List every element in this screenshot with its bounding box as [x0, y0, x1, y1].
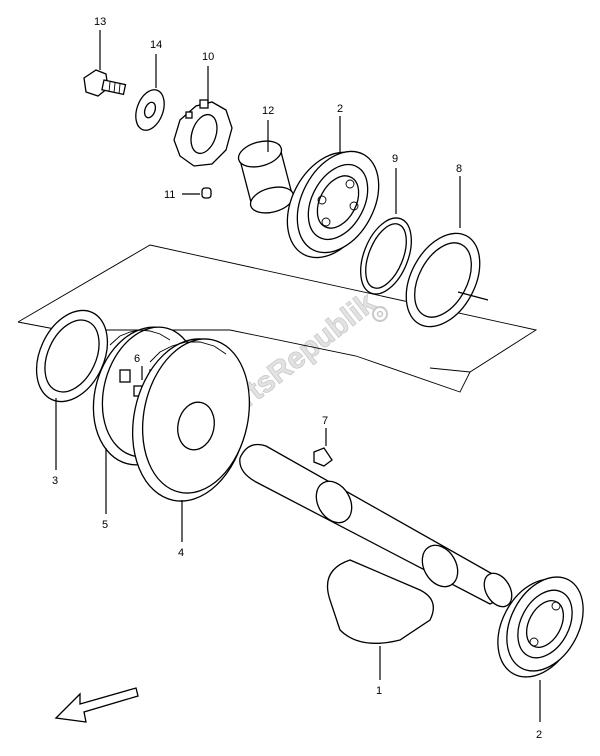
shim-8	[405, 232, 481, 328]
washer-3	[35, 309, 109, 403]
callout-1: 1	[376, 685, 382, 697]
callout-8: 8	[456, 163, 462, 175]
section-outline	[17, 244, 538, 373]
pin-11	[201, 187, 212, 199]
callout-12: 12	[262, 105, 274, 117]
gear-4	[131, 338, 251, 502]
callout-4: 4	[178, 547, 184, 559]
key-7	[313, 447, 333, 467]
shaft-1	[239, 443, 513, 644]
callout-10: 10	[202, 51, 214, 63]
bolt-13	[83, 69, 127, 97]
callouts: 13 14 10 11 12 2 9 8 6 7 3 5 4 1 2	[52, 16, 542, 741]
bearing-2-upper	[286, 150, 380, 259]
leader-lines	[55, 30, 541, 722]
front-arrow-icon	[54, 687, 139, 723]
callout-2-upper: 2	[337, 103, 343, 115]
gear-watermark-icon	[372, 306, 388, 322]
callout-11: 11	[164, 189, 175, 201]
callout-7: 7	[322, 415, 328, 427]
bearing-2-lower	[497, 576, 584, 678]
callout-13: 13	[94, 16, 106, 28]
lock-plate-10	[173, 99, 233, 167]
callout-6: 6	[134, 353, 140, 365]
callout-14: 14	[150, 39, 162, 51]
callout-5: 5	[102, 519, 108, 531]
bushing-12	[237, 140, 295, 214]
callout-2-lower: 2	[536, 729, 542, 741]
callout-9: 9	[392, 153, 398, 165]
callout-3: 3	[52, 475, 58, 487]
washer-14	[135, 89, 165, 131]
circlip-9	[360, 217, 412, 295]
